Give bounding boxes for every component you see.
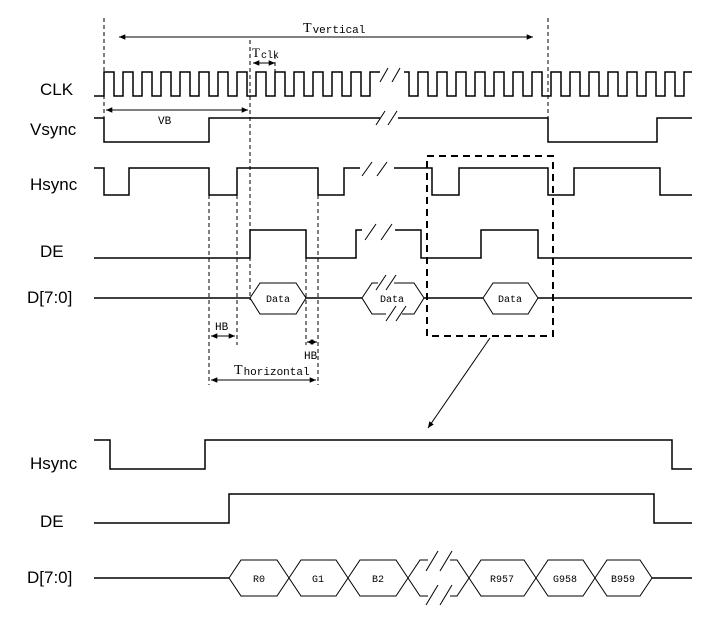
de-label: DE — [40, 242, 64, 261]
hsync-waveform — [94, 167, 692, 196]
clk-waveform-right — [404, 71, 692, 97]
hsync-break-right — [376, 161, 388, 177]
hb-front-label: HB — [215, 322, 229, 334]
detail-data-bus-label: D[7:0] — [27, 568, 72, 587]
detail-break-a — [425, 550, 439, 572]
data-cell-2-break-c — [385, 305, 397, 322]
detail-de-waveform — [94, 493, 692, 524]
vsync-label: Vsync — [30, 120, 77, 139]
clk-break-right — [391, 67, 401, 83]
detail-cell-b959 — [594, 559, 653, 597]
zoom-region-box — [426, 155, 554, 337]
detail-break-d — [439, 584, 453, 606]
data-cell-2-break-top — [378, 280, 394, 286]
detail-break-c — [425, 584, 439, 606]
detail-de-label: DE — [40, 512, 64, 531]
data-cell-3 — [482, 282, 539, 315]
data-cell-2-label: Data — [380, 295, 404, 306]
detail-hsync-label: Hsync — [30, 454, 78, 473]
tclk-label: Tclk — [252, 45, 279, 62]
clk-break-left — [379, 67, 389, 83]
de-waveform — [94, 229, 692, 259]
data-cell-3-label: Data — [498, 295, 522, 306]
hsync-break-left — [361, 161, 373, 177]
tvertical-label: Tvertical — [303, 21, 365, 37]
detail-break-top — [428, 557, 450, 563]
detail-break-b — [439, 550, 453, 572]
detail-cell-r957-label: R957 — [490, 575, 514, 586]
detail-break-bottom — [428, 593, 450, 599]
data-cell-1-label: Data — [266, 295, 290, 306]
detail-hsync-waveform — [94, 439, 692, 470]
clk-label: CLK — [40, 80, 74, 99]
hb-back-label: HB — [304, 351, 318, 363]
data-cell-2-break-b — [385, 274, 397, 291]
zoom-arrow — [427, 337, 491, 429]
data-cell-2-break-d — [395, 305, 407, 322]
data-bus-label: D[7:0] — [27, 288, 72, 307]
data-cell-2 — [361, 282, 425, 315]
vsync-break-right — [387, 110, 398, 126]
detail-cell-r0-label: R0 — [253, 575, 265, 586]
clk-waveform-left — [94, 71, 380, 97]
vsync-waveform — [94, 117, 692, 143]
hsync-label: Hsync — [30, 175, 78, 194]
data-cell-2-break-bottom — [386, 311, 402, 317]
data-cell-1 — [249, 282, 307, 315]
data-cell-2-break-a — [375, 274, 387, 291]
detail-cell-break — [407, 559, 470, 597]
de-break-left — [364, 223, 377, 241]
vb-label: VB — [158, 116, 172, 128]
detail-cell-g958-label: G958 — [553, 575, 577, 586]
de-break-right — [380, 223, 393, 241]
vsync-break-left — [375, 110, 386, 126]
detail-cell-b959-label: B959 — [611, 575, 635, 586]
detail-cell-g1-label: G1 — [312, 575, 324, 586]
thorizontal-label: Thorizontal — [234, 363, 310, 379]
detail-cell-b2-label: B2 — [372, 575, 384, 586]
